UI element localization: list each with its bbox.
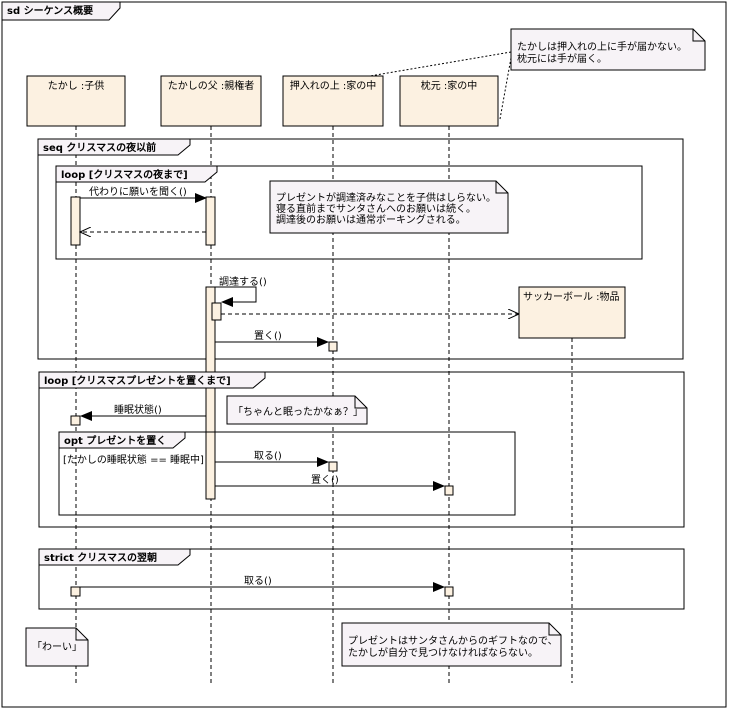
activation-makuramoto-take <box>444 586 454 597</box>
lifeline-label: 押入れの上 :家の中 <box>290 79 377 92</box>
activation-takashi-sleep <box>70 415 81 426</box>
lifeline-head-takashi[interactable]: たかし :子供 <box>26 75 126 127</box>
lifeline-label: たかし :子供 <box>48 79 105 92</box>
fragment-label: strict クリスマスの翌朝 <box>44 551 157 564</box>
sd-frame-label: sd シーケンス概要 <box>7 4 93 17</box>
note-line: プレゼントが調達済みなことを子供はしらない。 <box>276 191 496 204</box>
note-asleep-check: 「ちゃんと眠ったかなぁ？」 <box>226 395 368 425</box>
activation-takashi <box>70 196 81 246</box>
message-label: 置く() <box>254 330 282 342</box>
lifeline-label: 枕元 :家の中 <box>421 79 478 92</box>
note-line: たかしが自分で見つけなければならない。 <box>348 646 538 659</box>
lifeline-head-oshiire[interactable]: 押入れの上 :家の中 <box>282 75 384 127</box>
note-line: プレゼントはサンタさんからのギフトなので、 <box>348 635 558 647</box>
lifeline-head-father[interactable]: たかしの父 :親権者 <box>160 75 262 127</box>
activation-father-nested <box>211 302 222 321</box>
lifeline-head-makuramoto[interactable]: 枕元 :家の中 <box>399 75 499 127</box>
note-reach: たかしは押入れの上に手が届かない。 枕元には手が届く。 <box>369 28 706 120</box>
lifeline-label: たかしの父 :親権者 <box>168 79 255 92</box>
message-place-oshiire[interactable]: 置く() <box>215 330 329 347</box>
object-label: サッカーボール :物品 <box>523 290 620 303</box>
message-take-oshiire[interactable]: 取る() <box>215 450 329 467</box>
fragment-loop-until-present: loop [クリスマスプレゼントを置くまで] <box>38 371 685 528</box>
fragment-label: opt プレゼントを置く <box>64 434 166 447</box>
note-gift-find: プレゼントはサンタさんからのギフトなので、 たかしが自分で見つけなければならない… <box>341 622 562 667</box>
note-line: 寝る直前までサンタさんへのお願いは続く。 <box>276 202 476 215</box>
fragment-label: loop [クリスマスプレゼントを置くまで] <box>44 374 231 387</box>
fragment-loop-until-night: loop [クリスマスの夜まで] <box>55 165 643 260</box>
activation-oshiire <box>328 341 338 352</box>
message-label: 調達する() <box>219 275 267 288</box>
fragment-label: seq クリスマスの夜以前 <box>43 141 156 154</box>
message-label: 置く() <box>311 474 339 486</box>
note-connector <box>369 51 512 77</box>
activation-takashi-take <box>70 586 81 597</box>
fragment-guard: [たかしの睡眠状態 == 睡眠中] <box>63 453 204 466</box>
message-label: 睡眠状態() <box>114 403 162 416</box>
activation-father <box>205 196 216 246</box>
fragment-opt: opt プレゼントを置く [たかしの睡眠状態 == 睡眠中] <box>58 431 516 516</box>
note-line: たかしは押入れの上に手が届かない。 <box>517 40 687 53</box>
sd-frame-tab <box>1 1 121 21</box>
message-procure[interactable]: 調達する() <box>215 275 267 307</box>
fragment-seq: seq クリスマスの夜以前 <box>37 138 684 360</box>
message-listen-wish[interactable]: 代わりに願いを聞く() <box>80 186 207 203</box>
message-sleep-state[interactable]: 睡眠状態() <box>80 403 206 421</box>
note-line: 調達後のお願いは通常ボーキングされる。 <box>276 213 466 226</box>
message-label: 取る() <box>254 450 282 462</box>
note-present-unaware: プレゼントが調達済みなことを子供はしらない。 寝る直前までサンタさんへのお願いは… <box>269 180 509 234</box>
message-place-makuramoto[interactable]: 置く() <box>215 474 445 491</box>
fragment-label: loop [クリスマスの夜まで] <box>61 168 188 181</box>
message-take-makuramoto[interactable]: 取る() <box>80 575 445 592</box>
note-line: 枕元には手が届く。 <box>517 52 607 65</box>
activation-makuramoto <box>444 485 454 496</box>
note-connector <box>499 57 512 120</box>
activation-father-long <box>205 286 216 500</box>
note-line: 「ちゃんと眠ったかなぁ？」 <box>233 406 363 418</box>
message-label: 取る() <box>244 575 272 587</box>
note-wow: 「わーい」 <box>25 627 89 667</box>
note-line: 「わーい」 <box>32 641 82 653</box>
message-label: 代わりに願いを聞く() <box>89 186 187 198</box>
object-soccerball[interactable]: サッカーボール :物品 <box>518 286 626 339</box>
fragment-strict: strict クリスマスの翌朝 <box>38 548 685 610</box>
activation-oshiire-take <box>328 461 338 472</box>
